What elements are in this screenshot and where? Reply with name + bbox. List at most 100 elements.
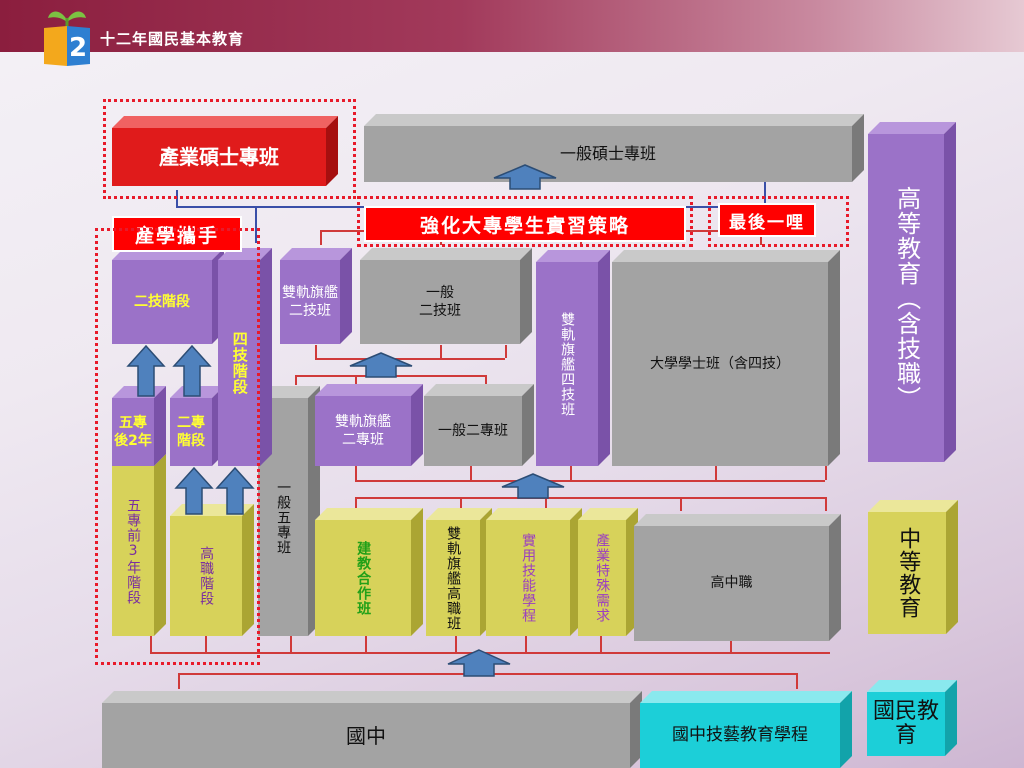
vocational-stage-label: 高職階段: [198, 546, 215, 606]
connector-line: [525, 636, 527, 652]
two-year-tech-stage-block: 二技階段: [112, 248, 224, 344]
secondary-ed-block: 中等教育: [868, 500, 958, 634]
page-title: 十二年國民基本教育: [100, 30, 245, 48]
dual-track-2jc-label: 雙軌旗艦 二專班: [335, 413, 391, 448]
connector-line: [255, 206, 257, 243]
national-ed-block: 國民教育: [867, 680, 957, 756]
general-2jc-block: 一般二專班: [424, 384, 534, 466]
industry-academy-outline: [95, 228, 260, 665]
four-year-tech-stage-block: 四技階段: [218, 248, 272, 466]
connector-line: [150, 652, 830, 654]
internship-tag: 強化大專學生實習策略: [364, 206, 686, 242]
connector-line: [485, 375, 487, 385]
higher-ed-label: 高等教育（含技職）: [892, 185, 921, 411]
two-year-tech-stage-label: 二技階段: [134, 293, 190, 310]
connector-line: [176, 190, 178, 208]
connector-line: [715, 466, 717, 480]
title-bar: [0, 0, 1024, 52]
connector-line: [545, 497, 547, 511]
up-arrow-icon: [349, 352, 413, 378]
senior-vocational-label: 高中職: [710, 575, 753, 592]
connector-line: [355, 480, 825, 482]
up-arrow-icon: [172, 344, 212, 397]
connector-line: [150, 636, 152, 652]
connector-line: [320, 230, 322, 245]
four-year-tech-stage-label: 四技階段: [230, 331, 249, 395]
coop-program-label: 建教合作班: [355, 540, 372, 616]
dual-track-vocational-label: 雙軌旗艦高職班: [445, 525, 462, 631]
connector-line: [178, 673, 180, 689]
connector-line: [470, 466, 472, 480]
connector-line: [600, 636, 602, 652]
connector-line: [355, 466, 357, 480]
industry-master-label: 產業碩士專班: [159, 145, 279, 169]
connector-line: [355, 497, 825, 499]
connector-line: [205, 636, 207, 652]
connector-line: [796, 673, 798, 689]
up-arrow-icon: [447, 649, 511, 677]
last-mile-outline: [708, 196, 849, 247]
coop-program-block: 建教合作班: [315, 508, 423, 636]
connector-line: [505, 345, 507, 358]
connector-line: [570, 466, 572, 480]
junior-high-block: 國中: [102, 691, 642, 768]
up-arrow-icon: [126, 344, 166, 397]
connector-line: [680, 497, 682, 511]
connector-line: [764, 181, 766, 208]
connector-line: [355, 375, 357, 385]
two-jc-stage-block: 二專 階段: [170, 386, 224, 466]
up-arrow-icon: [493, 164, 557, 190]
internship-label: 強化大專學生實習策略: [419, 214, 630, 237]
general-2tech-block: 一般 二技班: [360, 248, 532, 344]
junior-tech-arts-block: 國中技藝教育學程: [640, 691, 852, 768]
industry-special-label: 產業特殊需求: [594, 533, 611, 623]
general-master-block: 一般碩士專班: [364, 114, 864, 182]
dual-track-4tech-label: 雙軌旗艦四技班: [559, 311, 576, 417]
junior-high-label: 國中: [346, 723, 386, 748]
industry-special-block: 產業特殊需求: [578, 508, 638, 636]
up-arrow-icon: [501, 473, 565, 499]
connector-line: [295, 375, 297, 385]
connector-line: [315, 358, 505, 360]
dual-track-2tech-label: 雙軌旗艦 二技班: [282, 284, 338, 319]
internship-outline: [357, 196, 693, 247]
general-2tech-label: 一般 二技班: [419, 284, 461, 319]
dual-track-vocational-block: 雙軌旗艦高職班: [426, 508, 492, 636]
general-master-label: 一般碩士專班: [559, 143, 656, 163]
practical-skills-block: 實用技能學程: [486, 508, 582, 636]
connector-line: [825, 466, 827, 480]
five-jc-last2-block: 五專 後2年: [112, 386, 166, 466]
up-arrow-icon: [215, 466, 255, 515]
up-arrow-icon: [174, 466, 214, 515]
connector-line: [290, 636, 292, 652]
higher-ed-block: 高等教育（含技職）: [868, 122, 956, 462]
two-jc-stage-label: 二專 階段: [177, 414, 205, 449]
logo-icon: 2: [44, 11, 90, 66]
dual-track-2tech-block: 雙軌旗艦 二技班: [280, 248, 352, 344]
svg-text:2: 2: [69, 33, 87, 63]
connector-line: [825, 497, 827, 511]
practical-skills-label: 實用技能學程: [520, 533, 537, 623]
connector-line: [730, 636, 732, 652]
connector-line: [760, 230, 762, 245]
industry-master-block: 產業碩士專班: [112, 116, 338, 186]
general-2jc-label: 一般二專班: [438, 422, 508, 439]
industry-master-outline: [103, 99, 356, 199]
connector-line: [355, 497, 357, 511]
secondary-ed-label: 中等教育: [895, 527, 921, 619]
five-jc-last2-label: 五專 後2年: [114, 414, 152, 449]
connector-line: [365, 636, 367, 652]
last-mile-tag: 最後一哩: [718, 203, 816, 237]
last-mile-label: 最後一哩: [729, 212, 805, 233]
university-bachelor-label: 大學學士班（含四技）: [650, 355, 790, 372]
general-five-jc-label: 一般五專班: [275, 479, 292, 555]
vocational-stage-block: 高職階段: [170, 504, 254, 636]
connector-line: [440, 345, 442, 358]
connector-line: [455, 636, 457, 652]
dual-track-4tech-block: 雙軌旗艦四技班: [536, 250, 610, 466]
university-bachelor-block: 大學學士班（含四技）: [612, 250, 840, 466]
five-jc-first3-label: 五專前3年階段: [125, 497, 142, 605]
connector-line: [460, 497, 462, 511]
dual-track-2jc-block: 雙軌旗艦 二專班: [315, 384, 423, 466]
junior-tech-arts-label: 國中技藝教育學程: [672, 725, 808, 746]
